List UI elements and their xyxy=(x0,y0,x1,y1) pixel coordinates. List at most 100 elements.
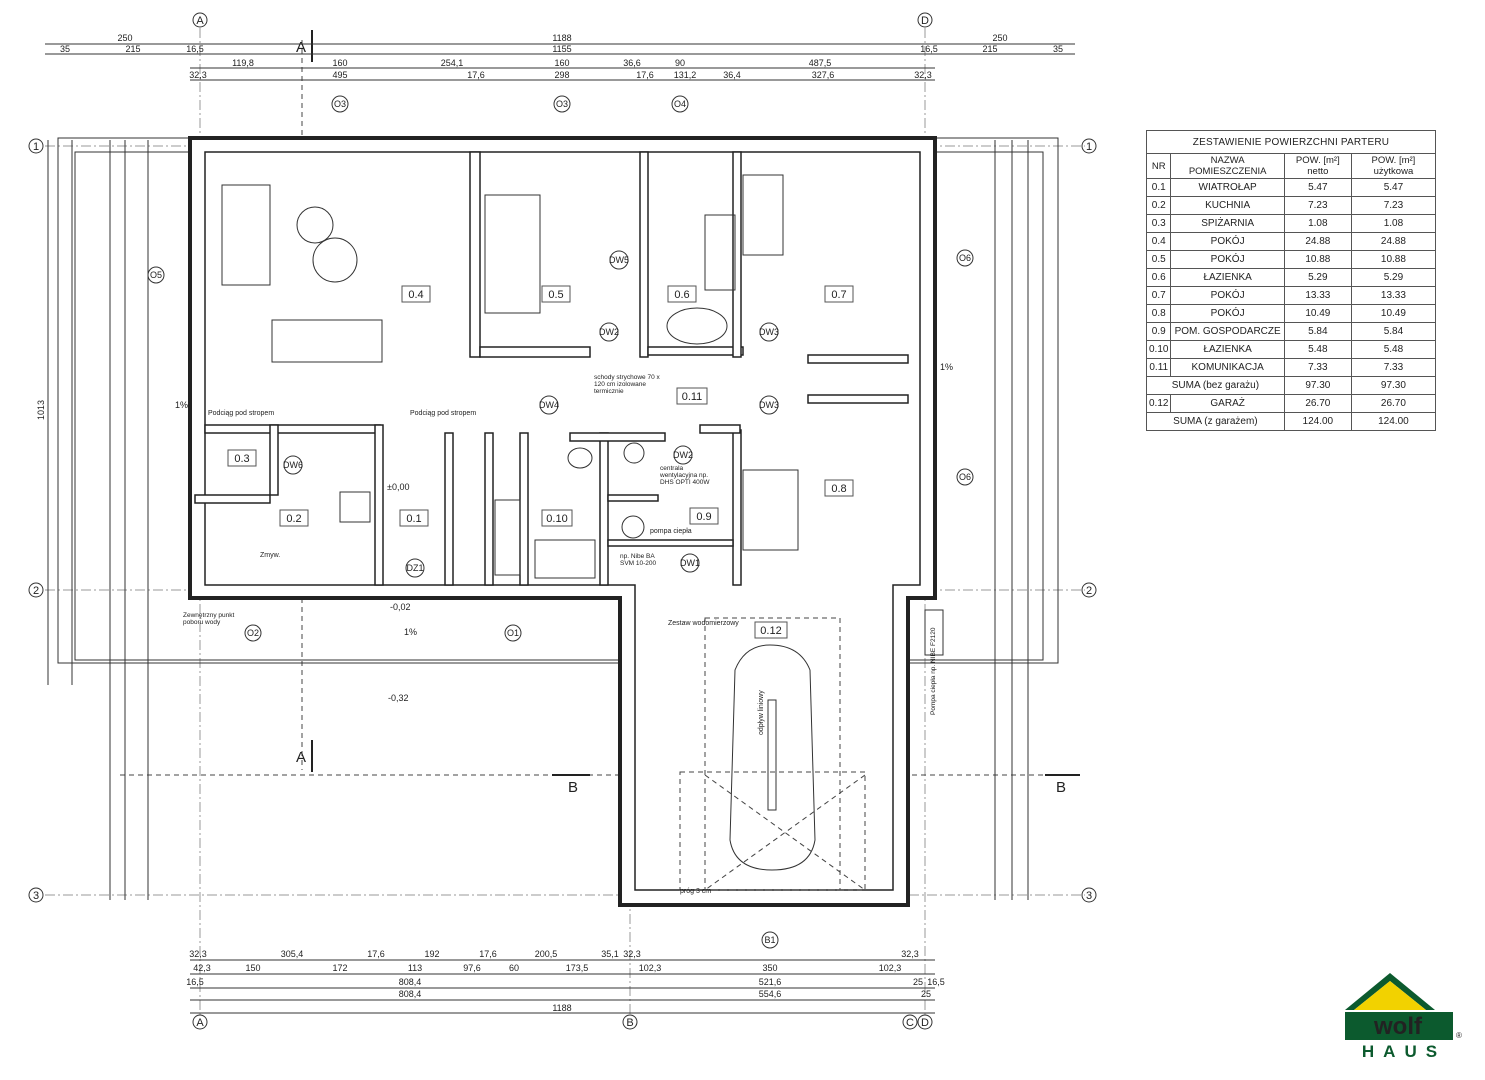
svg-text:O3: O3 xyxy=(334,99,346,109)
svg-text:DW3: DW3 xyxy=(759,327,779,337)
svg-text:17,6: 17,6 xyxy=(467,70,485,80)
svg-text:B1: B1 xyxy=(764,935,775,945)
cell-nr: 0.11 xyxy=(1145,358,1172,377)
cell-uzytkowa: 124.00 xyxy=(1350,412,1437,431)
cell-netto: 10.49 xyxy=(1283,304,1352,323)
svg-text:90: 90 xyxy=(675,58,685,68)
svg-text:554,6: 554,6 xyxy=(759,989,782,999)
symbol-dw1: DW1 xyxy=(680,553,700,573)
svg-text:próg 3 cm: próg 3 cm xyxy=(680,888,711,895)
cell-nr: 0.8 xyxy=(1145,304,1172,323)
svg-text:808,4: 808,4 xyxy=(399,977,422,987)
section-marker-a-bottom: A xyxy=(296,740,313,772)
symbol-dw5: DW5 xyxy=(609,250,629,270)
svg-text:-0,32: -0,32 xyxy=(388,693,409,703)
cell-nr: 0.4 xyxy=(1145,232,1172,251)
svg-text:60: 60 xyxy=(509,963,519,973)
symbol-dz1: DZ1 xyxy=(405,558,425,578)
svg-text:327,6: 327,6 xyxy=(812,70,835,80)
cell-netto: 5.84 xyxy=(1283,322,1352,341)
section-marker-b-left: B xyxy=(552,774,590,796)
svg-text:Zmyw.: Zmyw. xyxy=(260,552,280,559)
room-labels: 0.4 0.5 0.6 0.7 0.8 0.11 0.3 0.2 0.1 0.1… xyxy=(227,285,854,639)
cell-netto: 124.00 xyxy=(1283,412,1352,431)
cell-name: POKÓJ xyxy=(1170,250,1285,269)
col-header-netto: POW. [m²] netto xyxy=(1283,153,1352,179)
svg-text:250: 250 xyxy=(992,33,1007,43)
svg-text:36,4: 36,4 xyxy=(723,70,741,80)
symbol-dw4: DW4 xyxy=(539,395,559,415)
symbol-dw2-b: DW2 xyxy=(673,445,693,465)
grid-bubble-2-right: 2 xyxy=(1081,582,1097,598)
svg-text:1155: 1155 xyxy=(552,44,571,54)
grid-bubble-2-left: 2 xyxy=(28,582,44,598)
cell-uzytkowa: 24.88 xyxy=(1350,232,1437,251)
svg-text:200,5: 200,5 xyxy=(535,949,558,959)
car-outline xyxy=(679,617,866,891)
svg-text:32,3: 32,3 xyxy=(914,70,932,80)
svg-text:DW6: DW6 xyxy=(283,460,303,470)
svg-text:O6: O6 xyxy=(959,472,971,482)
svg-text:102,3: 102,3 xyxy=(879,963,902,973)
svg-text:150: 150 xyxy=(245,963,260,973)
svg-text:495: 495 xyxy=(332,70,347,80)
svg-text:16,5: 16,5 xyxy=(186,44,204,54)
svg-text:25: 25 xyxy=(913,977,923,987)
svg-text:192: 192 xyxy=(424,949,439,959)
grid-bubble-b-bottom: B xyxy=(622,1014,638,1030)
cell-uzytkowa: 5.48 xyxy=(1350,340,1437,359)
svg-text:32,3: 32,3 xyxy=(189,70,207,80)
svg-text:O4: O4 xyxy=(674,99,686,109)
svg-text:O6: O6 xyxy=(959,253,971,263)
symbol-o6-a: O6 xyxy=(956,249,974,267)
svg-text:350: 350 xyxy=(762,963,777,973)
svg-text:DW3: DW3 xyxy=(759,400,779,410)
cell-name: ŁAZIENKA xyxy=(1170,268,1285,287)
svg-text:3: 3 xyxy=(1086,890,1092,902)
svg-text:2: 2 xyxy=(33,585,39,597)
cell-nr: 0.9 xyxy=(1145,322,1172,341)
svg-text:C: C xyxy=(906,1017,914,1029)
svg-text:25: 25 xyxy=(921,989,931,999)
svg-text:wolf: wolf xyxy=(1373,1013,1423,1040)
svg-text:O5: O5 xyxy=(150,270,162,280)
svg-text:1188: 1188 xyxy=(552,1003,571,1013)
svg-text:160: 160 xyxy=(554,58,569,68)
symbol-dw2-a: DW2 xyxy=(599,322,619,342)
cell-nr: 0.5 xyxy=(1145,250,1172,269)
svg-text:0.8: 0.8 xyxy=(831,483,846,495)
svg-text:pompa ciepła: pompa ciepła xyxy=(650,528,692,535)
cell-netto: 24.88 xyxy=(1283,232,1352,251)
svg-text:0.3: 0.3 xyxy=(234,453,249,465)
section-marker-b-right: B xyxy=(1045,774,1080,796)
grid-bubble-1-left: 1 xyxy=(28,138,44,154)
svg-text:35: 35 xyxy=(60,44,70,54)
symbol-dw6: DW6 xyxy=(283,455,303,475)
cell-name: POKÓJ xyxy=(1170,304,1285,323)
symbol-o3-a: O3 xyxy=(331,95,349,113)
svg-text:DW2: DW2 xyxy=(599,327,619,337)
col-header-name: NAZWA POMIESZCZENIA xyxy=(1170,153,1285,179)
svg-text:B: B xyxy=(568,779,578,796)
symbol-dw3-b: DW3 xyxy=(759,395,779,415)
logo-subtext: HAUS xyxy=(1361,1042,1447,1061)
svg-text:1013: 1013 xyxy=(36,400,46,420)
svg-text:1%: 1% xyxy=(175,400,188,410)
cell-netto: 7.23 xyxy=(1283,196,1352,215)
svg-text:B: B xyxy=(626,1017,633,1029)
svg-text:17,6: 17,6 xyxy=(367,949,385,959)
cell-name: GARAŻ xyxy=(1170,394,1285,413)
svg-text:0.12: 0.12 xyxy=(760,625,781,637)
grid-bubble-3-right: 3 xyxy=(1081,887,1097,903)
cell-name: WIATROŁAP xyxy=(1170,178,1285,197)
cell-name: POM. GOSPODARCZE xyxy=(1170,322,1285,341)
cell-netto: 26.70 xyxy=(1283,394,1352,413)
svg-text:102,3: 102,3 xyxy=(639,963,662,973)
